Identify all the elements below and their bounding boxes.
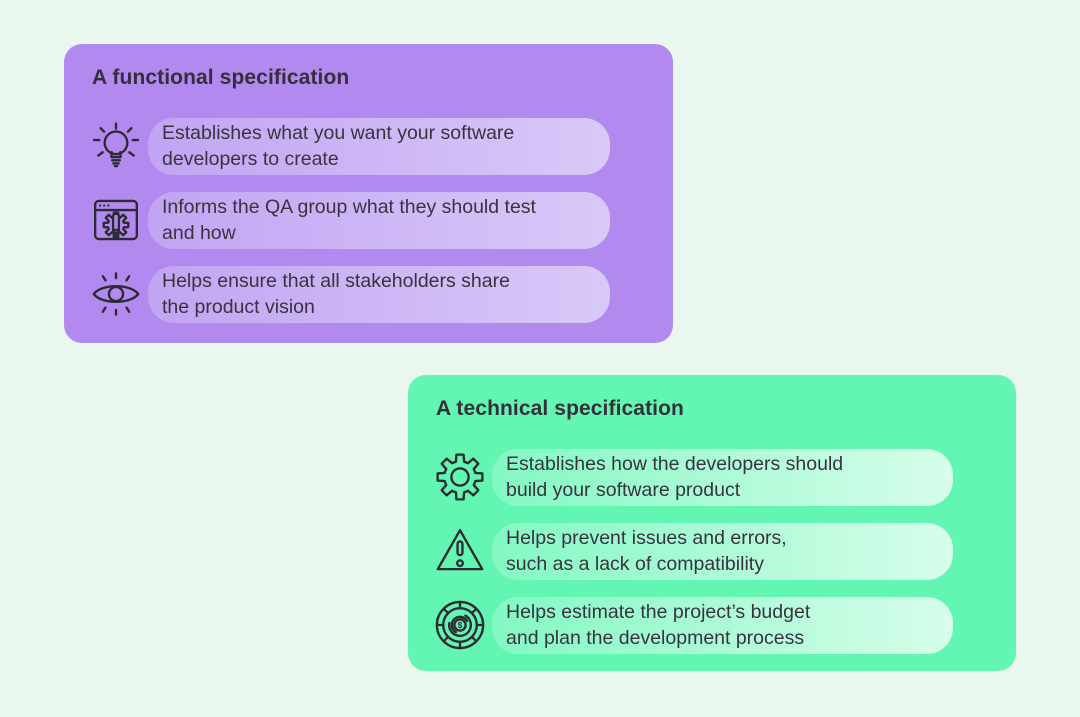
- list-item-text: Establishes how the developers should bu…: [506, 453, 844, 501]
- card-item-list: Establishes what you want your software …: [84, 118, 610, 323]
- list-item: $ Helps estimate the project’s budget an…: [428, 597, 953, 654]
- technical-specification-card: A technical specification Establishes ho…: [408, 375, 1016, 671]
- card-title: A technical specification: [436, 397, 684, 420]
- budget-chart-icon: $: [428, 597, 492, 653]
- list-item-pill: Helps estimate the project’s budget and …: [492, 597, 953, 654]
- list-item: Helps ensure that all stakeholders share…: [84, 266, 610, 323]
- list-item-text: Establishes what you want your software …: [162, 122, 515, 170]
- svg-text:$: $: [458, 621, 463, 630]
- list-item-text: Helps estimate the project’s budget and …: [506, 601, 811, 649]
- list-item: Helps prevent issues and errors, such as…: [428, 523, 953, 580]
- list-item-pill: Helps ensure that all stakeholders share…: [148, 266, 610, 323]
- list-item-pill: Informs the QA group what they should te…: [148, 192, 610, 249]
- list-item-pill: Helps prevent issues and errors, such as…: [492, 523, 953, 580]
- functional-specification-card: A functional specification Establishes w…: [64, 44, 673, 343]
- list-item-pill: Establishes what you want your software …: [148, 118, 610, 175]
- card-title: A functional specification: [92, 66, 350, 89]
- list-item: Informs the QA group what they should te…: [84, 192, 610, 249]
- lightbulb-icon: [84, 118, 148, 174]
- list-item: Establishes how the developers should bu…: [428, 449, 953, 506]
- list-item-text: Helps prevent issues and errors, such as…: [506, 527, 787, 575]
- list-item-pill: Establishes how the developers should bu…: [492, 449, 953, 506]
- list-item-text: Informs the QA group what they should te…: [162, 196, 536, 244]
- card-item-list: Establishes how the developers should bu…: [428, 449, 953, 654]
- eye-icon: [84, 266, 148, 322]
- list-item-text: Helps ensure that all stakeholders share…: [162, 270, 510, 318]
- list-item: Establishes what you want your software …: [84, 118, 610, 175]
- qa-test-window-icon: [84, 192, 148, 248]
- warning-triangle-icon: [428, 523, 492, 579]
- gear-icon: [428, 449, 492, 505]
